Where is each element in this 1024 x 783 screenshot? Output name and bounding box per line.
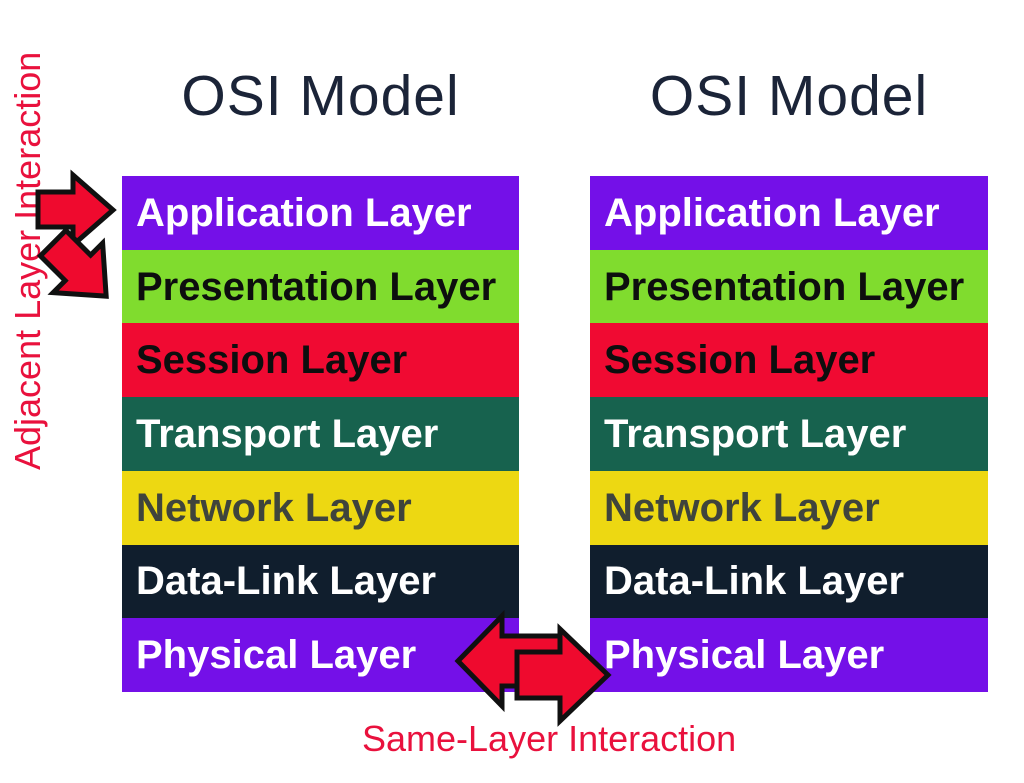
layer-label: Data-Link Layer — [136, 559, 437, 604]
adjacent-layer-interaction-label: Adjacent Layer Interaction — [7, 51, 48, 470]
layer-row-physical-layer: Physical Layer — [590, 618, 988, 693]
layer-row-data-link-layer: Data-Link Layer — [590, 544, 988, 619]
layer-label: Session Layer — [136, 338, 408, 383]
layer-row-network-layer: Network Layer — [590, 470, 988, 545]
layer-label: Transport Layer — [136, 412, 439, 457]
layer-label: Transport Layer — [604, 412, 907, 457]
layer-label: Network Layer — [604, 485, 880, 530]
layer-row-session-layer: Session Layer — [590, 323, 988, 398]
layer-row-session-layer: Session Layer — [122, 323, 519, 398]
layer-label: Network Layer — [136, 485, 412, 530]
layer-row-application-layer: Application Layer — [590, 176, 988, 250]
layer-label: Session Layer — [604, 338, 876, 383]
layer-row-data-link-layer: Data-Link Layer — [122, 544, 519, 619]
layer-label: Physical Layer — [604, 633, 885, 678]
layer-row-application-layer: Application Layer — [122, 176, 519, 250]
layer-row-presentation-layer: Presentation Layer — [590, 249, 988, 324]
layer-label: Presentation Layer — [136, 264, 497, 309]
adjacent-layer-arrow-right-icon — [35, 169, 117, 251]
layer-row-network-layer: Network Layer — [122, 470, 519, 545]
layer-label: Application Layer — [604, 190, 940, 235]
layer-row-presentation-layer: Presentation Layer — [122, 249, 519, 324]
same-layer-interaction-label: Same-Layer Interaction — [362, 718, 737, 759]
layer-label: Presentation Layer — [604, 264, 965, 309]
layer-row-physical-layer: Physical Layer — [122, 618, 519, 693]
osi-title-left: OSI Model — [181, 64, 460, 128]
layer-label: Application Layer — [136, 190, 472, 235]
layer-row-transport-layer: Transport Layer — [590, 397, 988, 471]
layer-label: Physical Layer — [136, 633, 417, 678]
layer-label: Data-Link Layer — [604, 559, 905, 604]
layer-row-transport-layer: Transport Layer — [122, 397, 519, 471]
osi-title-right: OSI Model — [649, 64, 929, 128]
